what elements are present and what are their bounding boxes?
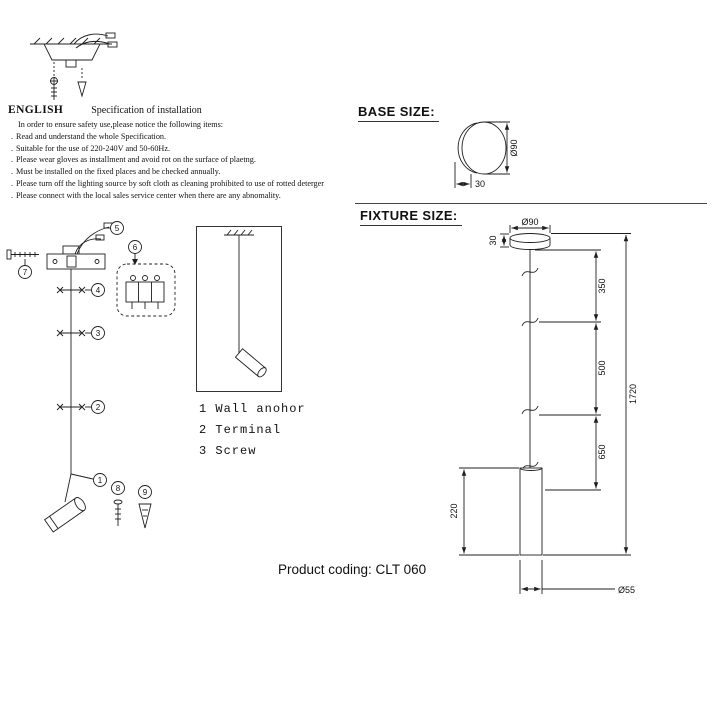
legend-num: 3 bbox=[199, 444, 208, 458]
base-size-heading: BASE SIZE: bbox=[358, 104, 439, 122]
spec-item-text: Read and understand the whole Specificat… bbox=[16, 131, 167, 141]
overall-height-label: 1720 bbox=[628, 384, 638, 404]
callout-number-8: 8 bbox=[116, 484, 121, 493]
ceiling-mount-mini-diagram bbox=[30, 32, 118, 100]
legend-label: Screw bbox=[215, 444, 257, 458]
spec-item: .Must be installed on the fixed places a… bbox=[8, 167, 360, 176]
callout-number-9: 9 bbox=[143, 488, 148, 497]
legend-item: 3 Screw bbox=[199, 441, 306, 462]
spec-item-text: Please wear gloves as installment and av… bbox=[16, 155, 256, 165]
callout-number-6: 6 bbox=[133, 243, 138, 252]
head-diameter-label: Ø55 bbox=[618, 585, 635, 595]
canopy-height-label: 30 bbox=[488, 235, 498, 245]
bullet: . bbox=[10, 167, 14, 177]
pendant-thumbnail-diagram bbox=[196, 226, 282, 392]
bullet: . bbox=[10, 178, 14, 188]
legend: 1 Wall anohor 2 Terminal 3 Screw bbox=[199, 399, 306, 462]
legend-label: Wall anohor bbox=[215, 402, 306, 416]
spec-item: .Please wear gloves as installment and a… bbox=[8, 155, 360, 164]
language-heading: ENGLISH bbox=[8, 104, 64, 116]
callout-number-4: 4 bbox=[96, 286, 101, 295]
callout-number-2: 2 bbox=[96, 403, 101, 412]
product-coding: Product coding: CLT 060 bbox=[278, 562, 427, 577]
fixture-top-diameter-label: Ø90 bbox=[521, 217, 538, 227]
spec-intro: In order to ensure safety use,please not… bbox=[18, 120, 224, 129]
installation-diagram: 5 6 7 4 3 2 1 8 9 bbox=[6, 221, 176, 533]
bullet: . bbox=[10, 190, 14, 200]
fixture-size-heading: FIXTURE SIZE: bbox=[360, 208, 462, 226]
spec-item-text: Please turn off the lighting source by s… bbox=[16, 178, 325, 188]
head-height-label: 220 bbox=[449, 503, 459, 518]
base-depth-label: 30 bbox=[475, 179, 485, 189]
callout-number-3: 3 bbox=[96, 329, 101, 338]
segment3-label: 650 bbox=[597, 444, 607, 459]
legend-item: 1 Wall anohor bbox=[199, 399, 306, 420]
spec-item-text: Please connect with the local sales serv… bbox=[16, 190, 281, 200]
spec-item: .Read and understand the whole Specifica… bbox=[8, 132, 360, 141]
spec-title: Specification of installation bbox=[91, 105, 202, 116]
callout-number-7: 7 bbox=[23, 268, 28, 277]
callout-number-5: 5 bbox=[115, 224, 120, 233]
specification-block: ENGLISH Specification of installation In… bbox=[8, 104, 360, 200]
segment1-label: 350 bbox=[597, 278, 607, 293]
spec-item-text: Must be installed on the fixed places an… bbox=[16, 167, 221, 177]
callout-number-1: 1 bbox=[98, 476, 103, 485]
legend-num: 2 bbox=[199, 423, 208, 437]
bullet: . bbox=[10, 143, 14, 153]
spec-item-text: Suitable for the use of 220-240V and 50-… bbox=[16, 143, 171, 153]
bullet: . bbox=[10, 155, 14, 165]
section-divider bbox=[355, 203, 707, 204]
spec-item: .Suitable for the use of 220-240V and 50… bbox=[8, 144, 360, 153]
fixture-size-drawing: Ø90 30 350 500 650 1720 220 Ø55 bbox=[449, 217, 638, 595]
segment2-label: 500 bbox=[597, 360, 607, 375]
spec-item: .Please connect with the local sales ser… bbox=[8, 191, 360, 200]
bullet: . bbox=[10, 131, 14, 141]
legend-item: 2 Terminal bbox=[199, 420, 306, 441]
spec-item: .Please turn off the lighting source by … bbox=[8, 179, 360, 188]
legend-label: Terminal bbox=[215, 423, 282, 437]
base-diameter-label: Ø90 bbox=[509, 139, 519, 156]
base-size-drawing: Ø90 30 bbox=[454, 121, 519, 189]
legend-num: 1 bbox=[199, 402, 208, 416]
